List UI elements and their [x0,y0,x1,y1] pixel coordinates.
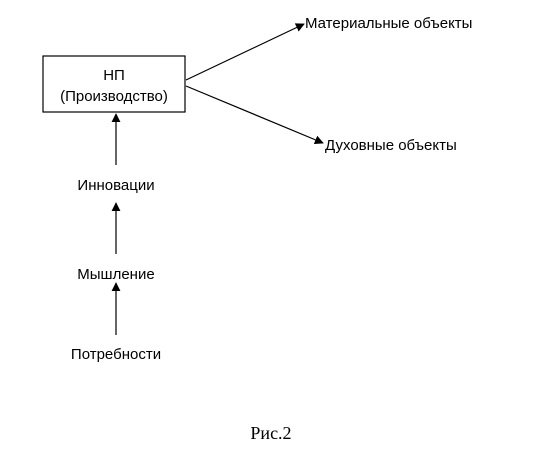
thinking-label: Мышление [77,266,154,283]
production-title: НП [103,67,125,84]
arrow-to-spiritual-objects [185,85,324,145]
production-box [42,55,186,113]
arrow-to-material-objects [185,23,305,81]
figure-caption: Рис.2 [250,423,291,443]
needs-label: Потребности [71,346,161,363]
material-objects-label: Материальные объекты [305,15,472,32]
production-node: НП (Производство) [42,55,186,113]
innovations-label: Инновации [77,177,154,194]
spiritual-objects-label: Духовные объекты [325,137,457,154]
production-subtitle: (Производство) [60,88,168,105]
